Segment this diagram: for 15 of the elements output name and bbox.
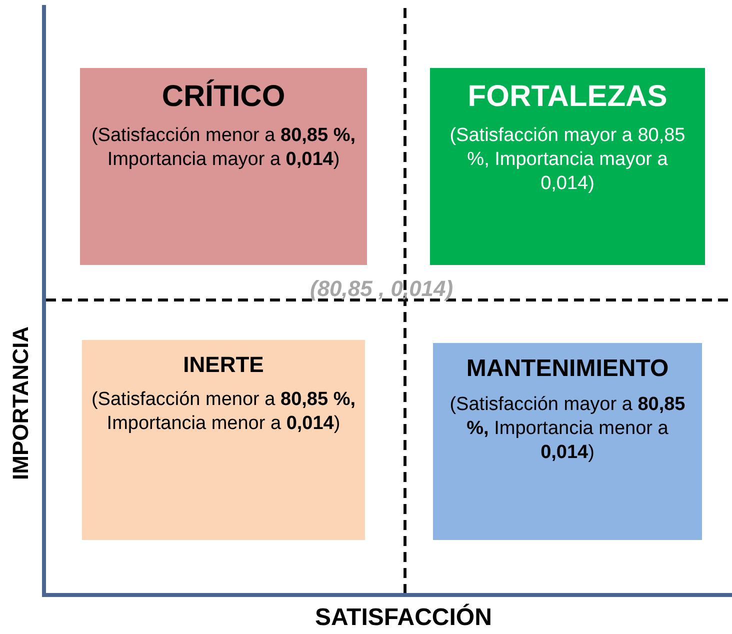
intersection-label: (80,85 , 0,014) [310, 276, 454, 302]
axis-title: SATISFACCIÓN [315, 604, 492, 632]
quadrant-title: CRÍTICO [160, 80, 286, 114]
quadrant-description: (Satisfacción mayor a 80,85 %, Importancia menor a 0,014) [448, 393, 686, 465]
quadrant-box [80, 68, 367, 265]
quadrant-title: INERTE [182, 352, 265, 378]
quadrant-box [82, 340, 365, 540]
axis-title: IMPORTANCIA [8, 326, 34, 480]
quadrant-box [430, 68, 705, 265]
quadrant-description: (Satisfacción menor a 80,85 %, Importancia mayor a 0,014) [90, 124, 357, 172]
quadrant-title: MANTENIMIENTO [465, 355, 670, 383]
quadrant-box [433, 343, 702, 540]
quadrant-description: (Satisfacción menor a 80,85 %, Importancia menor a 0,014) [90, 388, 357, 436]
quadrant-title: FORTALEZAS [466, 80, 668, 114]
quadrant-description: (Satisfacción mayor a 80,85 %, Importancia mayor a 0,014) [448, 124, 686, 196]
